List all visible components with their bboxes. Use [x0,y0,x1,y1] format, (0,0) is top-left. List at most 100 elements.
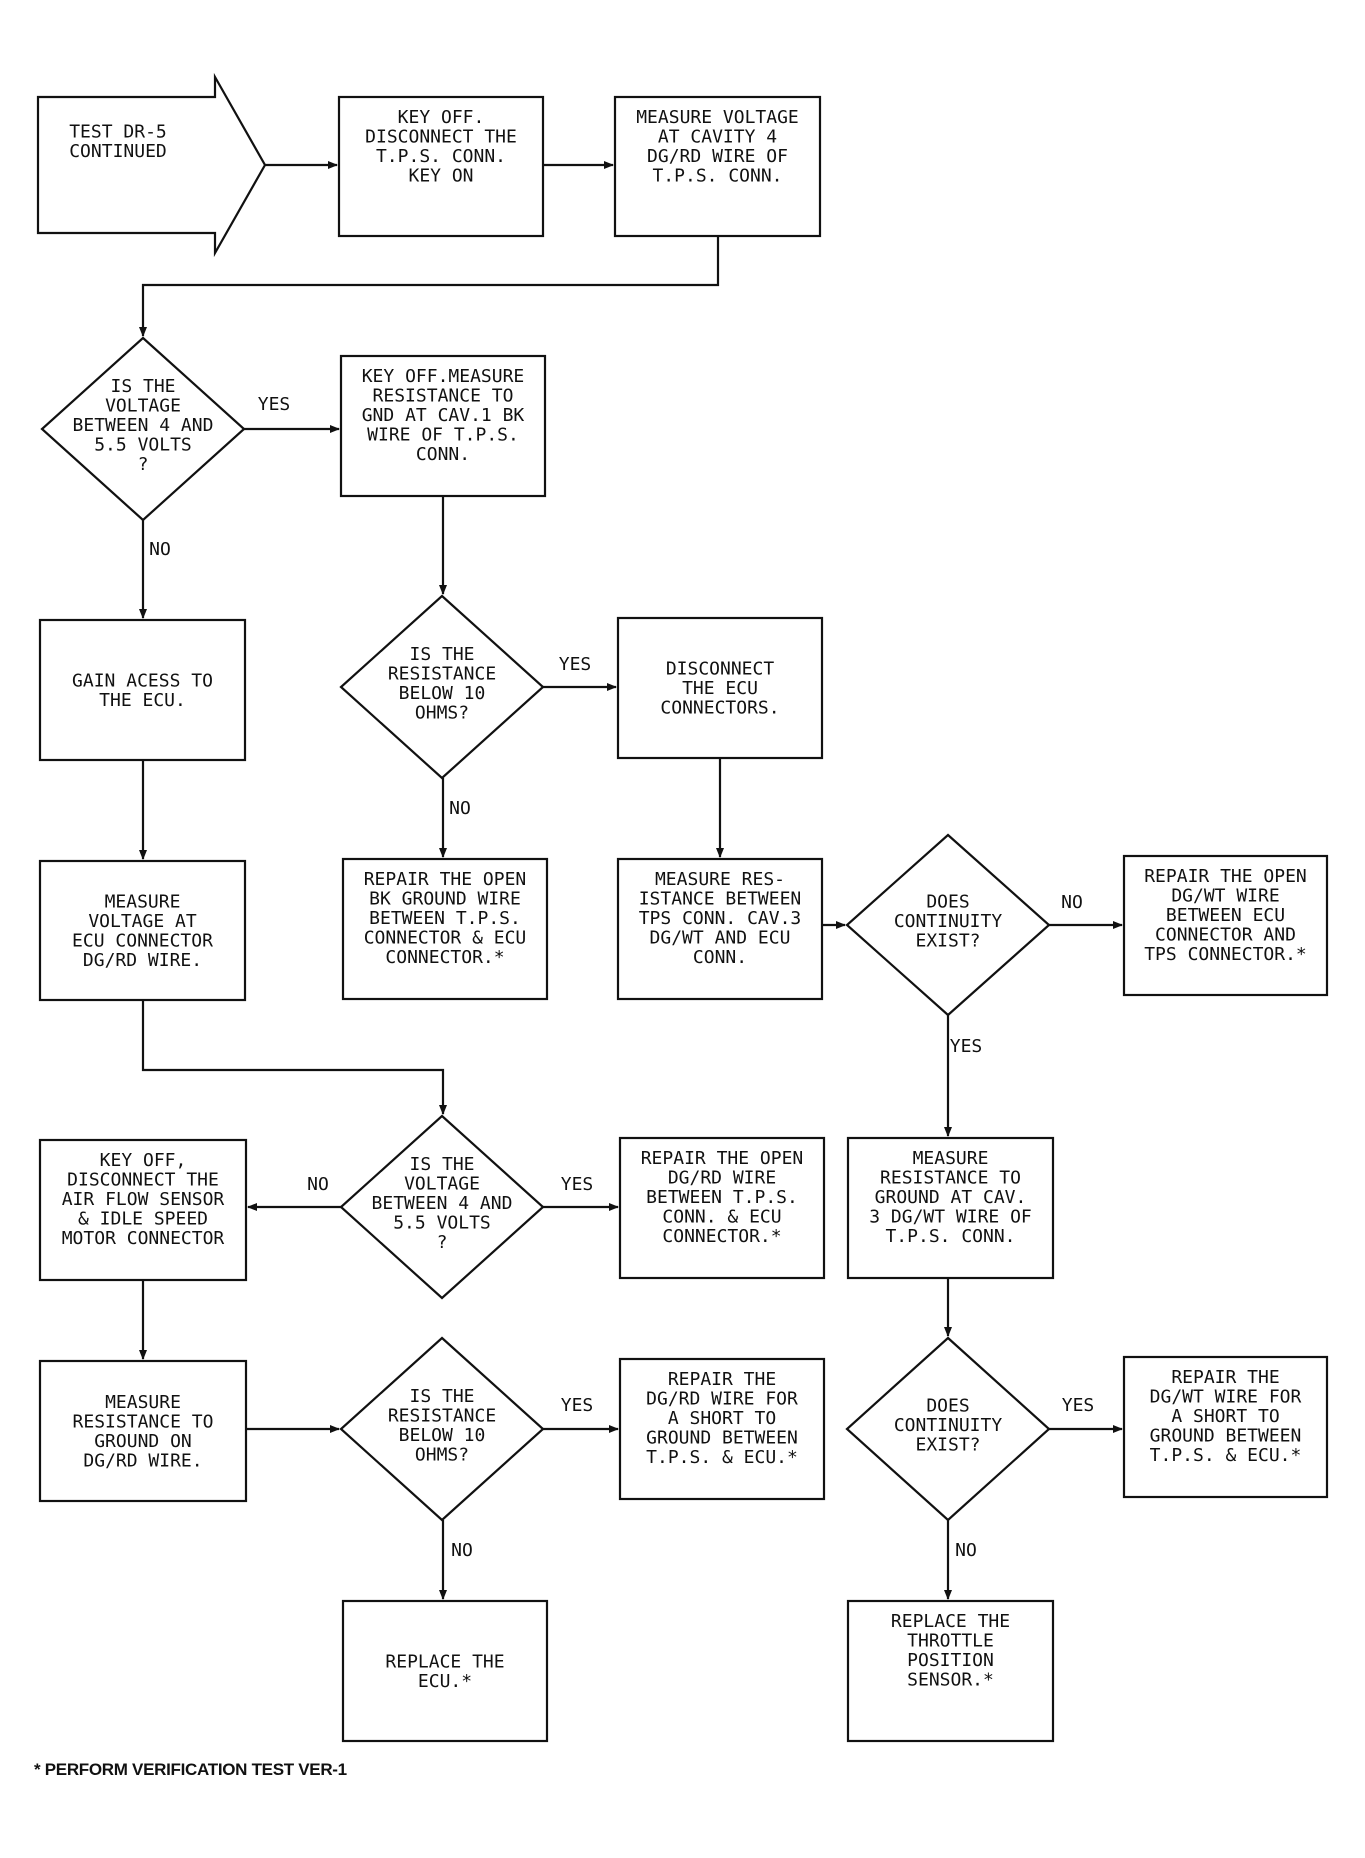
node-text-line: CONTINUITY [894,911,1003,932]
node-text-line: AT CAVITY 4 [658,127,777,148]
node-text-line: OHMS? [415,1444,469,1465]
node-text-line: MEASURE [105,891,181,912]
node-text-line: CONTINUED [69,141,167,162]
node-text-line: BK GROUND WIRE [369,889,521,910]
process-box [38,618,247,762]
process-box [616,616,824,760]
node-text-line: DG/RD WIRE OF [647,146,788,167]
node-text-line: GND AT CAV.1 BK [362,405,525,426]
node-text-line: T.P.S. & ECU.* [646,1447,798,1468]
node-text-line: GROUND ON [94,1431,192,1452]
node-text-line: BETWEEN 4 AND [372,1193,513,1214]
node-text-line: A SHORT TO [668,1408,776,1429]
node-text-line: THROTTLE [907,1631,994,1652]
node-text-line: REPAIR THE OPEN [1144,866,1307,887]
node-text-line: DOES [926,892,969,913]
node-text-line: REPAIR THE OPEN [364,869,527,890]
process-box [846,1599,1055,1743]
process-box [38,859,247,1002]
process-box [618,1357,826,1501]
node-text-line: REPAIR THE [1171,1367,1279,1388]
edge-b6-to-d4 [141,1000,447,1115]
node-text-line: RESISTANCE [388,663,496,684]
node-text-line: ? [138,454,149,475]
process-box [618,1136,826,1280]
node-text-line: DG/RD WIRE. [83,1450,202,1471]
process-box [613,95,822,238]
node-text-line: ISTANCE BETWEEN [639,889,802,910]
node-text-line: IS THE [409,644,474,665]
node-text-line: MEASURE VOLTAGE [636,107,799,128]
node-text-line: SENSOR.* [907,1670,994,1691]
process-box [38,1138,248,1282]
node-text-line: DG/RD WIRE [668,1168,776,1189]
edge-label: NO [449,798,471,819]
node-text-line: RESISTANCE TO [373,386,514,407]
node-text-line: DOES [926,1396,969,1417]
node-text-line: RESISTANCE TO [880,1168,1021,1189]
node-text-line: DG/WT WIRE FOR [1150,1387,1302,1408]
node-text-line: T.P.S. CONN. [885,1226,1015,1247]
decision-diamond [339,1114,545,1300]
node-text-line: BETWEEN 4 AND [73,415,214,436]
node-text-line: T.P.S. CONN. [376,146,506,167]
process-box [341,1599,549,1743]
node-text-line: TEST DR-5 [69,121,167,142]
node-text-line: BELOW 10 [399,1425,486,1446]
node-text-line: BETWEEN T.P.S. [369,908,521,929]
node-text-line: KEY OFF, [100,1150,187,1171]
node-text-line: CONNECTOR & ECU [364,928,527,949]
node-text-line: REPAIR THE [668,1369,776,1390]
node-text-line: KEY ON [408,166,473,187]
process-box [341,857,549,1001]
node-text-line: DISCONNECT [666,659,775,680]
edge-label: NO [149,539,171,560]
node-text-line: GROUND BETWEEN [646,1428,798,1449]
edges-layer [139,161,1123,1600]
node-text-line: IS THE [110,376,175,397]
node-text-line: & IDLE SPEED [78,1209,208,1230]
node-text-line: REPLACE THE [385,1651,504,1672]
node-text-line: CONNECTOR.* [662,1226,781,1247]
node-text-line: 5.5 VOLTS [393,1213,491,1234]
node-text-line: TPS CONN. CAV.3 [639,908,802,929]
node-text-line: THE ECU. [99,690,186,711]
decision-diamond [845,833,1051,1017]
node-text-line: CONNECTOR.* [385,947,504,968]
node-text-line: VOLTAGE [105,396,181,417]
node-text-line: CONTINUITY [894,1415,1003,1436]
node-text-line: KEY OFF.MEASURE [362,366,525,387]
node-text-line: CONNECTORS. [660,698,779,719]
node-text-line: BELOW 10 [399,683,486,704]
node-text-line: VOLTAGE [404,1174,480,1195]
edge-label: NO [955,1540,977,1561]
process-box [1122,854,1329,997]
node-text-line: AIR FLOW SENSOR [62,1189,225,1210]
node-text-line: ECU CONNECTOR [72,930,213,951]
node-text-line: POSITION [907,1650,994,1671]
node-text-line: VOLTAGE AT [88,911,197,932]
node-text-line: REPAIR THE OPEN [641,1148,804,1169]
